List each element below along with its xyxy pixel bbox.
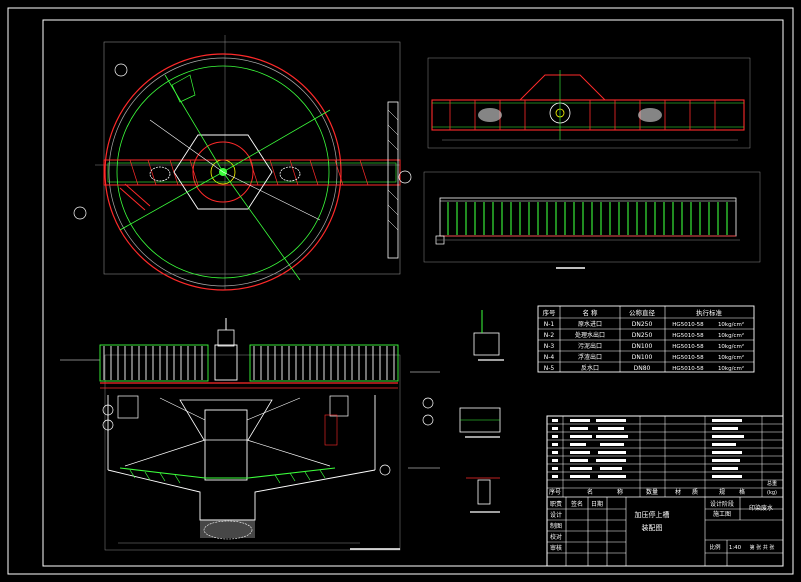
- table-cell: 原水进口: [578, 320, 602, 328]
- table-cell: HG5010-58: [672, 355, 704, 361]
- table-cell: HG5010-58: [672, 322, 704, 328]
- scale-value: 1:40: [729, 545, 742, 551]
- section-view: [60, 318, 440, 551]
- table-cell: 处理水出口: [575, 331, 605, 339]
- table-cell: N-3: [544, 343, 555, 350]
- title-block: 序号 名 称 数量 材 质 规 格 总重 (kg) 职责 签名 日期 设计 制图…: [546, 415, 784, 567]
- table-header-no: 序号: [543, 308, 557, 317]
- table-cell: 浮渣出口: [578, 353, 602, 361]
- table-cell: DN250: [632, 332, 653, 339]
- bom-header-spec2: 格: [739, 488, 745, 496]
- bom-header-no: 序号: [549, 488, 561, 496]
- bom-header-spec: 规: [719, 488, 725, 496]
- plan-view: [73, 35, 412, 291]
- table-cell: HG5010-58: [672, 366, 704, 372]
- sign-header-date: 日期: [591, 500, 603, 508]
- weight-label: 总重: [767, 480, 777, 487]
- table-cell: 污泥出口: [578, 342, 602, 350]
- bom-header-name: 名: [587, 488, 593, 496]
- bom-header-mat: 材: [675, 488, 681, 496]
- role-review: 审核: [550, 544, 562, 552]
- table-cell: 反水口: [581, 364, 599, 372]
- table-cell: N-2: [544, 332, 555, 339]
- table-cell: HG5010-58: [672, 344, 704, 350]
- inner-drawing-frame: [42, 19, 784, 567]
- table-header-dn: 公称直径: [629, 308, 656, 317]
- sign-header-role: 职责: [550, 500, 562, 508]
- table-cell: DN250: [632, 321, 653, 328]
- table-cell: DN100: [632, 343, 653, 350]
- design-stage-value: 施工图: [713, 510, 731, 518]
- role-draw: 制图: [550, 522, 562, 530]
- table-cell: DN80: [634, 365, 651, 372]
- table-cell: N-5: [544, 365, 555, 372]
- table-cell: HG5010-58: [672, 333, 704, 339]
- table-cell: 10kg/cm²: [718, 343, 744, 350]
- weight-unit: (kg): [767, 490, 777, 496]
- drawing-title: 加压停上槽: [635, 510, 670, 519]
- nozzle-table: 序号 名 称 公称直径 执行标准 N-1 原水进口 DN250 HG5010-5…: [537, 305, 755, 373]
- bom-header-mat2: 质: [692, 488, 698, 496]
- bom-header-qty: 数量: [646, 488, 658, 496]
- outer-sheet-frame: [7, 7, 794, 575]
- table-cell: 10kg/cm²: [718, 321, 744, 328]
- bridge-elevation-top: [427, 57, 751, 149]
- table-cell: 10kg/cm²: [718, 354, 744, 361]
- railing-elevation: [423, 171, 761, 269]
- role-design: 设计: [550, 511, 562, 519]
- table-cell: N-1: [544, 321, 555, 328]
- table-header-name: 名 称: [582, 308, 598, 317]
- scale-label: 比例: [709, 543, 721, 551]
- project-name: 印染废水: [749, 504, 773, 512]
- table-cell: 10kg/cm²: [718, 332, 744, 339]
- detail-sketches: [459, 310, 504, 513]
- drawing-subtitle: 装配图: [642, 523, 663, 532]
- bom-header-name2: 称: [617, 488, 623, 496]
- design-stage: 设计阶段: [710, 500, 734, 508]
- table-cell: DN100: [632, 354, 653, 361]
- sheet-label: 第 张 共 张: [750, 544, 775, 551]
- table-cell: N-4: [544, 354, 555, 361]
- role-check: 校对: [550, 533, 562, 541]
- sign-header-name: 签名: [571, 500, 583, 508]
- table-cell: 10kg/cm²: [718, 365, 744, 372]
- table-header-std: 执行标准: [696, 308, 723, 317]
